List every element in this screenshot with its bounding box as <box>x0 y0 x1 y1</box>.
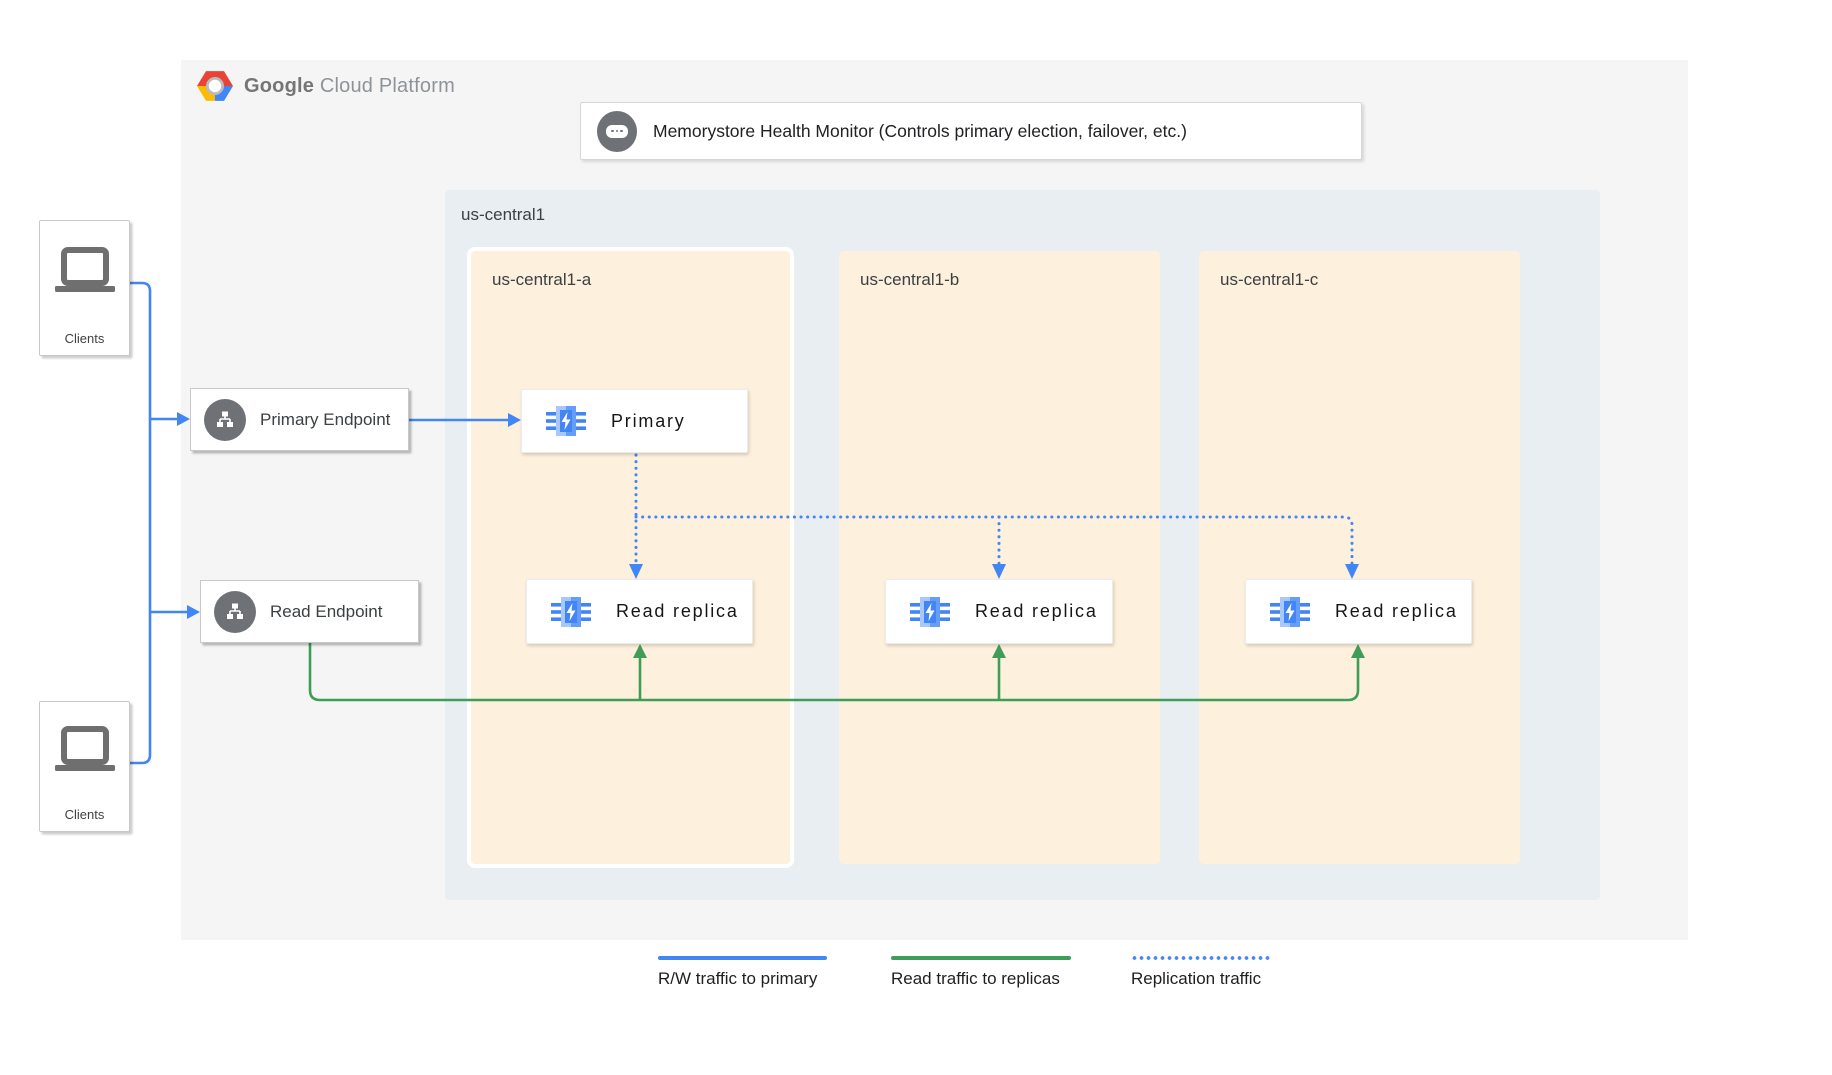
read-endpoint-box: Read Endpoint <box>200 580 419 643</box>
brand-text: Google Cloud Platform <box>244 75 455 98</box>
clients-box-bottom: Clients <box>39 701 130 832</box>
brand-google: Google <box>244 74 315 97</box>
clients-box-top: Clients <box>39 220 130 356</box>
gcp-logo: Google Cloud Platform <box>197 70 455 102</box>
gcp-hexagon-icon <box>197 71 233 101</box>
node-label: Read replica <box>616 601 739 621</box>
laptop-icon <box>54 726 115 771</box>
memorystore-icon <box>910 596 950 627</box>
endpoint-label: Primary Endpoint <box>260 409 391 429</box>
brand-cloud-platform: Cloud Platform <box>319 74 455 97</box>
primary-endpoint-box: Primary Endpoint <box>190 388 409 451</box>
health-monitor-label: Memorystore Health Monitor (Controls pri… <box>653 120 1187 141</box>
legend-label: Read traffic to replicas <box>891 969 1060 988</box>
health-monitor-box: Memorystore Health Monitor (Controls pri… <box>580 102 1362 160</box>
zone-label: us-central1-a <box>492 270 592 289</box>
legend-label: Replication traffic <box>1131 969 1262 988</box>
read-replica-node-b: Read replica <box>885 579 1113 644</box>
node-label: Read replica <box>975 601 1098 621</box>
zone-us-central1-c: us-central1-c <box>1199 251 1520 864</box>
laptop-icon <box>54 247 115 292</box>
read-traffic-arrowheads <box>633 644 1365 658</box>
replication-arrowheads <box>629 564 1359 579</box>
replication-horizontal-dotted-line <box>634 515 1354 566</box>
read-traffic-lines <box>308 643 1360 702</box>
replication-traffic-lines <box>634 453 1354 566</box>
endpoint-label: Read Endpoint <box>270 601 383 621</box>
legend-item-rw-traffic: R/W traffic to primary <box>658 956 827 989</box>
read-endpoint-to-replica-c-line <box>308 643 1360 702</box>
chat-ellipsis-icon <box>597 110 637 152</box>
zone-us-central1-a: us-central1-a <box>467 247 794 868</box>
memorystore-icon <box>1270 596 1310 627</box>
clients-label: Clients <box>64 331 105 346</box>
node-label: Primary <box>611 410 686 431</box>
network-endpoint-icon <box>214 590 256 633</box>
legend-line-solid-green <box>891 956 1071 960</box>
zone-label: us-central1-b <box>860 270 960 289</box>
memorystore-icon <box>551 596 591 627</box>
rw-traffic-arrowheads <box>177 412 521 619</box>
rw-traffic-lines <box>130 281 508 765</box>
legend-label: R/W traffic to primary <box>658 969 818 988</box>
client-trunk-line <box>130 281 152 765</box>
legend-line-solid-blue <box>658 956 827 960</box>
zone-label: us-central1-c <box>1220 270 1319 289</box>
region-label: us-central1 <box>461 205 546 224</box>
legend-item-read-traffic: Read traffic to replicas <box>891 956 1071 989</box>
primary-node: Primary <box>521 389 748 453</box>
legend-line-dotted-blue <box>1131 956 1271 960</box>
region-us-central1: us-central1 us-central1-a us-central1-b … <box>445 190 1600 900</box>
legend-item-replication-traffic: Replication traffic <box>1131 956 1271 989</box>
memorystore-icon <box>546 406 586 436</box>
network-endpoint-icon <box>204 398 246 441</box>
node-label: Read replica <box>1335 601 1458 621</box>
read-replica-node-a: Read replica <box>526 579 753 644</box>
read-replica-node-c: Read replica <box>1245 579 1472 644</box>
clients-label: Clients <box>64 807 105 822</box>
